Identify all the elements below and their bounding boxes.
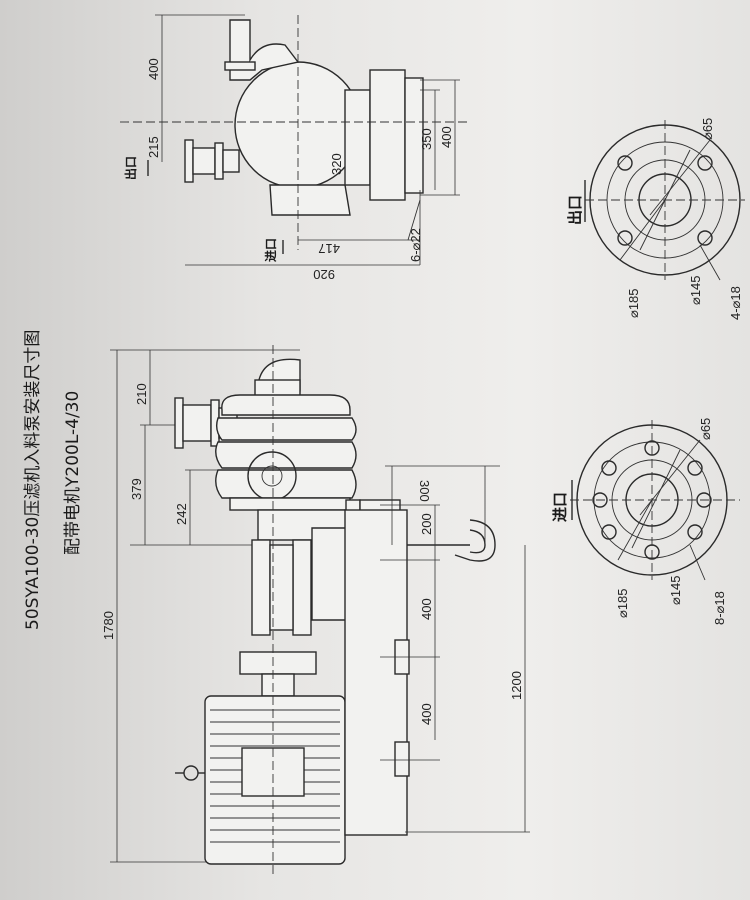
dim-top-920: 920 (313, 267, 335, 282)
dim-top-215: 215 (146, 136, 161, 158)
inlet-d185: ⌀185 (615, 588, 630, 618)
top-view: 400 215 320 350 400 417 920 6-⌀22 出口 进口 (120, 14, 470, 282)
dim-1200: 1200 (509, 671, 524, 700)
dim-242: 242 (174, 503, 189, 525)
outlet-holes: 4-⌀18 (728, 286, 743, 320)
inlet-flange-title: 进口 (551, 492, 569, 522)
dim-top-417: 417 (318, 241, 340, 256)
outlet-flange-view: 出口 ⌀65 ⌀185 ⌀145 4-⌀18 (566, 118, 745, 320)
inlet-flange-view: 进口 ⌀65 ⌀185 ⌀145 8-⌀18 (551, 418, 740, 625)
inlet-holes: 8-⌀18 (712, 591, 727, 625)
top-inlet-label: 进口 (263, 238, 278, 262)
dim-400-a: 400 (419, 598, 434, 620)
outlet-d185: ⌀185 (626, 288, 641, 318)
title-motor: 配带电机Y200L-4/30 (63, 391, 83, 555)
bolt-spec: 6-⌀22 (408, 228, 423, 262)
dim-210: 210 (134, 383, 149, 405)
dim-top-350: 350 (419, 128, 434, 150)
dim-top-400-right: 400 (439, 126, 454, 148)
inlet-d145: ⌀145 (668, 575, 683, 605)
outlet-d65: ⌀65 (700, 118, 715, 140)
dim-379: 379 (129, 478, 144, 500)
title-main: 50SYA100-30压滤机入料泵安装尺寸图 (23, 330, 43, 630)
inlet-d65: ⌀65 (698, 418, 713, 440)
side-view: 1780 210 379 242 (101, 345, 530, 875)
dim-top-400: 400 (146, 58, 161, 80)
dim-400-b: 400 (419, 703, 434, 725)
outlet-d145: ⌀145 (688, 275, 703, 305)
dim-top-320: 320 (329, 153, 344, 175)
outlet-flange-title: 出口 (566, 195, 584, 225)
dim-300: 300 (417, 480, 432, 502)
top-outlet-label: 出口 (123, 156, 138, 180)
dim-200: 200 (419, 513, 434, 535)
dim-1780: 1780 (101, 611, 116, 640)
